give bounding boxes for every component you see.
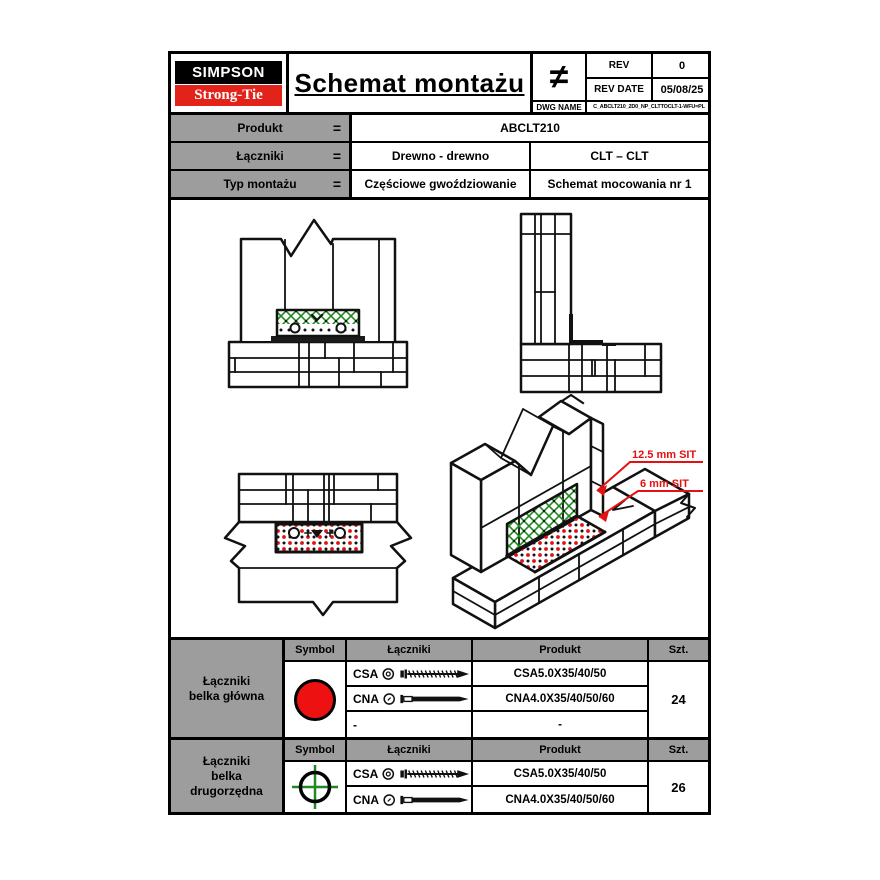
symbol-cell-secondary-beam	[285, 762, 347, 812]
green-crosshair-symbol	[292, 765, 338, 809]
product-csa: CSA5.0X35/40/50	[473, 762, 649, 787]
cna-nail-icon	[399, 792, 471, 808]
rev-value: 0	[651, 54, 711, 77]
annotation-6mm-sit: 6 mm SIT	[640, 478, 689, 490]
fastener-row-csa: CSA	[347, 662, 473, 687]
csa-head-icon	[382, 766, 395, 782]
simpson-strongtie-logo: SIMPSON Strong-Tie	[171, 54, 289, 112]
header-symbol: Symbol	[285, 740, 347, 762]
fasteners-material: Drewno - drewno	[391, 149, 490, 163]
red-circle-symbol	[294, 678, 336, 721]
dwg-name-label: DWG NAME	[533, 100, 585, 112]
cna-nail-icon	[399, 691, 471, 707]
mount-type-row: Typ montażu = Częściowe gwoździowanie Sc…	[171, 171, 708, 197]
product-label: Produkt	[237, 121, 283, 135]
drawing-area: 12.5 mm SIT 6 mm SIT	[168, 197, 711, 640]
fastener-table-main-beam: Łączniki belka główna Symbol Łączniki Pr…	[168, 637, 711, 740]
product-value: ABCLT210	[500, 121, 560, 135]
mount-type-label: Typ montażu	[223, 177, 297, 191]
product-empty: -	[473, 712, 649, 737]
csa-screw-icon	[399, 666, 471, 682]
dwg-name-value: C_ABCLT210_2D0_NP_CLTTOCLT-1-WFU=PL	[585, 100, 711, 112]
mount-type-value: Częściowe gwoździowanie	[364, 177, 517, 191]
header-product: Produkt	[473, 740, 649, 762]
fastener-row-cna: CNA	[347, 687, 473, 712]
drawing-sheet: SIMPSON Strong-Tie Schemat montażu ≠ REV…	[168, 51, 711, 815]
equals-sign: =	[332, 120, 341, 136]
logo-simpson-text: SIMPSON	[175, 60, 282, 84]
product-cna: CNA4.0X35/40/50/60	[473, 787, 649, 812]
product-csa: CSA5.0X35/40/50	[473, 662, 649, 687]
rev-date-value: 05/08/25	[651, 77, 711, 100]
fasteners-label: Łączniki	[236, 149, 284, 163]
csa-screw-icon	[399, 766, 471, 782]
fasteners-row: Łączniki = Drewno - drewno CLT – CLT	[171, 143, 708, 171]
sheet-title-cell: Schemat montażu	[289, 54, 530, 112]
group-label-main-beam: Łączniki belka główna	[171, 640, 285, 737]
equals-sign: =	[332, 148, 341, 164]
header-qty: Szt.	[649, 740, 708, 762]
cna-head-icon	[383, 691, 395, 707]
group-label-secondary-beam: Łączniki belka drugorzędna	[171, 740, 285, 812]
fastener-row-csa: CSA	[347, 762, 473, 787]
sheet-title: Schemat montażu	[294, 67, 525, 98]
annotation-12-5mm-sit: 12.5 mm SIT	[632, 449, 696, 461]
csa-head-icon	[382, 666, 395, 682]
header-fasteners: Łączniki	[347, 640, 473, 662]
product-row: Produkt = ABCLT210	[171, 115, 708, 143]
cna-head-icon	[383, 792, 395, 808]
rev-date-label: REV DATE	[585, 77, 651, 100]
revision-block: ≠ REV 0 REV DATE 05/08/25 DWG NAME C_ABC…	[530, 54, 711, 112]
header-symbol: Symbol	[285, 640, 347, 662]
product-info-table: Produkt = ABCLT210 Łączniki = Drewno - d…	[168, 112, 711, 200]
fastener-row-cna: CNA	[347, 787, 473, 812]
fasteners-clt: CLT – CLT	[529, 143, 708, 169]
fastener-row-empty: -	[347, 712, 473, 737]
qty-secondary-beam: 26	[671, 779, 686, 795]
header-product: Produkt	[473, 640, 649, 662]
front-view-drawing	[227, 218, 409, 389]
fastener-table-secondary-beam: Łączniki belka drugorzędna Symbol Łączni…	[168, 737, 711, 815]
symbol-cell-main-beam	[285, 662, 347, 737]
not-equal-symbol: ≠	[549, 58, 569, 96]
isometric-view-drawing: 12.5 mm SIT 6 mm SIT	[449, 399, 703, 630]
rev-label: REV	[585, 54, 651, 77]
qty-main-beam: 24	[671, 692, 686, 707]
equals-sign: =	[332, 176, 341, 192]
bottom-view-drawing	[223, 472, 413, 617]
logo-strongtie-text: Strong-Tie	[175, 84, 282, 106]
header-qty: Szt.	[649, 640, 708, 662]
title-block: SIMPSON Strong-Tie Schemat montażu ≠ REV…	[168, 51, 711, 115]
annotation-leaders	[596, 461, 703, 522]
header-fasteners: Łączniki	[347, 740, 473, 762]
mount-scheme-number: Schemat mocowania nr 1	[529, 171, 708, 197]
side-view-drawing	[519, 212, 663, 405]
product-cna: CNA4.0X35/40/50/60	[473, 687, 649, 712]
